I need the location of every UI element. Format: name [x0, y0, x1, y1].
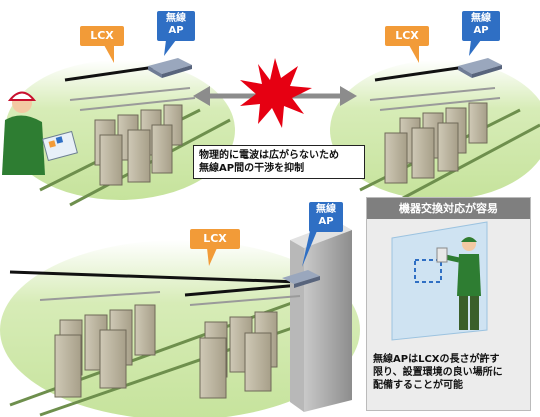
lcx-label: LCX — [395, 29, 419, 42]
ap-label-line1: 無線 — [166, 13, 186, 24]
note-line2: 無線AP間の干渉を抑制 — [199, 163, 305, 174]
machine-row — [369, 87, 501, 184]
ap-callout-pointer — [302, 231, 317, 267]
lcx-callout: LCX — [385, 26, 429, 46]
ap-callout: 無線 AP — [309, 202, 343, 232]
info-panel: 機器交換対応が容易 無線APはLCXの長さが許す 限り、設置環境の良い場所に 配… — [366, 197, 531, 411]
ap-callout-pointer — [164, 40, 176, 56]
panel-text-line3: 配備することが可能 — [373, 380, 463, 391]
wireless-ap-device — [458, 58, 502, 78]
ap-label-line1: 無線 — [471, 13, 491, 24]
lcx-label: LCX — [203, 232, 227, 245]
panel-text-line2: 限り、設置環境の良い場所に — [373, 367, 503, 378]
lcx-cable — [64, 65, 156, 82]
note-line1: 物理的に電波は広がらないため — [199, 150, 339, 161]
ap-callout: 無線 AP — [462, 11, 500, 41]
machine-row — [39, 291, 161, 398]
worker-with-tablet — [2, 91, 78, 175]
ap-callout: 無線 AP — [157, 11, 195, 41]
lcx-callout-pointer — [409, 45, 419, 63]
ap-label-line2: AP — [168, 25, 184, 36]
worker-replacing-device-illustration — [391, 221, 488, 341]
ap-callout-pointer — [469, 40, 481, 56]
lcx-label: LCX — [90, 29, 114, 42]
lcx-callout-pointer — [104, 45, 114, 63]
wireless-ap-device — [148, 58, 192, 78]
lcx-callout: LCX — [190, 229, 240, 249]
panel-title: 機器交換対応が容易 — [367, 198, 530, 219]
machine-row — [69, 87, 196, 186]
ap-label-line1: 無線 — [316, 204, 336, 215]
panel-text-line1: 無線APはLCXの長さが許す — [373, 354, 500, 365]
lcx-callout: LCX — [80, 26, 124, 46]
interference-note: 物理的に電波は広がらないため 無線AP間の干渉を抑制 — [193, 145, 365, 179]
lcx-callout-pointer — [207, 248, 217, 266]
lcx-cable — [184, 283, 301, 297]
lcx-cable — [374, 65, 466, 82]
interference-burst-icon — [240, 58, 312, 128]
machine-row — [189, 295, 301, 399]
ap-label-line2: AP — [473, 25, 489, 36]
panel-description: 無線APはLCXの長さが許す 限り、設置環境の良い場所に 配備することが可能 — [373, 353, 528, 392]
ap-label-line2: AP — [318, 216, 334, 227]
lcx-cable — [9, 270, 301, 284]
